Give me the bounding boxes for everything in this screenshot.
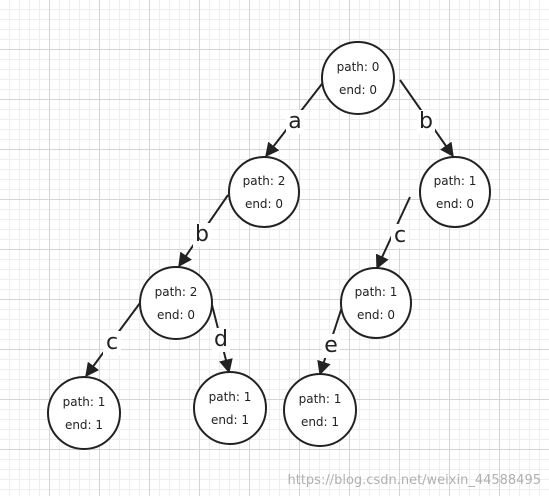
edge-label-background [391, 224, 409, 248]
trie-node-ab: path: 2 end: 0 [139, 266, 213, 340]
node-path-label: path: 1 [63, 395, 106, 409]
node-end-label: end: 1 [65, 418, 103, 432]
trie-node-abd: path: 1 end: 1 [193, 371, 267, 445]
node-path-label: path: 2 [155, 285, 198, 299]
node-circle [47, 376, 121, 450]
trie-node-root: path: 0 end: 0 [321, 41, 395, 115]
edge-label-root-a: a [288, 109, 301, 134]
node-circle [139, 266, 213, 340]
node-circle [228, 156, 300, 228]
edge-label-b-bc: c [394, 223, 406, 248]
node-path-label: path: 1 [434, 174, 477, 188]
node-circle [340, 267, 412, 339]
edge-label-ab-abc: c [106, 330, 118, 355]
node-path-label: path: 1 [209, 390, 252, 404]
node-path-label: path: 1 [355, 285, 398, 299]
node-end-label: end: 1 [211, 413, 249, 427]
node-end-label: end: 0 [339, 83, 377, 97]
edge-label-ab-abd: d [214, 327, 228, 352]
node-circle [321, 41, 395, 115]
trie-node-bce: path: 1 end: 1 [283, 373, 357, 447]
node-end-label: end: 0 [357, 308, 395, 322]
trie-node-b: path: 1 end: 0 [419, 156, 491, 228]
trie-node-abc: path: 1 end: 1 [47, 376, 121, 450]
node-path-label: path: 1 [299, 392, 342, 406]
edge-label-background [322, 334, 340, 358]
edge-label-background [286, 110, 304, 134]
node-end-label: end: 1 [301, 415, 339, 429]
node-end-label: end: 0 [157, 308, 195, 322]
edge-label-background [417, 110, 435, 134]
node-circle [419, 156, 491, 228]
edge-label-a-ab: b [195, 222, 209, 247]
node-circle [283, 373, 357, 447]
edge-label-root-b: b [419, 109, 433, 134]
edge-label-background [212, 328, 230, 352]
edge-label-background [103, 331, 121, 355]
node-end-label: end: 0 [245, 197, 283, 211]
node-end-label: end: 0 [436, 197, 474, 211]
watermark-text: https://blog.csdn.net/weixin_44588495 [287, 473, 541, 488]
node-circle [193, 371, 267, 445]
trie-node-bc: path: 1 end: 0 [340, 267, 412, 339]
edge-label-bc-bce: e [324, 333, 338, 358]
edge-label-background [193, 223, 211, 247]
node-path-label: path: 2 [243, 174, 286, 188]
trie-node-a: path: 2 end: 0 [228, 156, 300, 228]
node-path-label: path: 0 [337, 60, 380, 74]
